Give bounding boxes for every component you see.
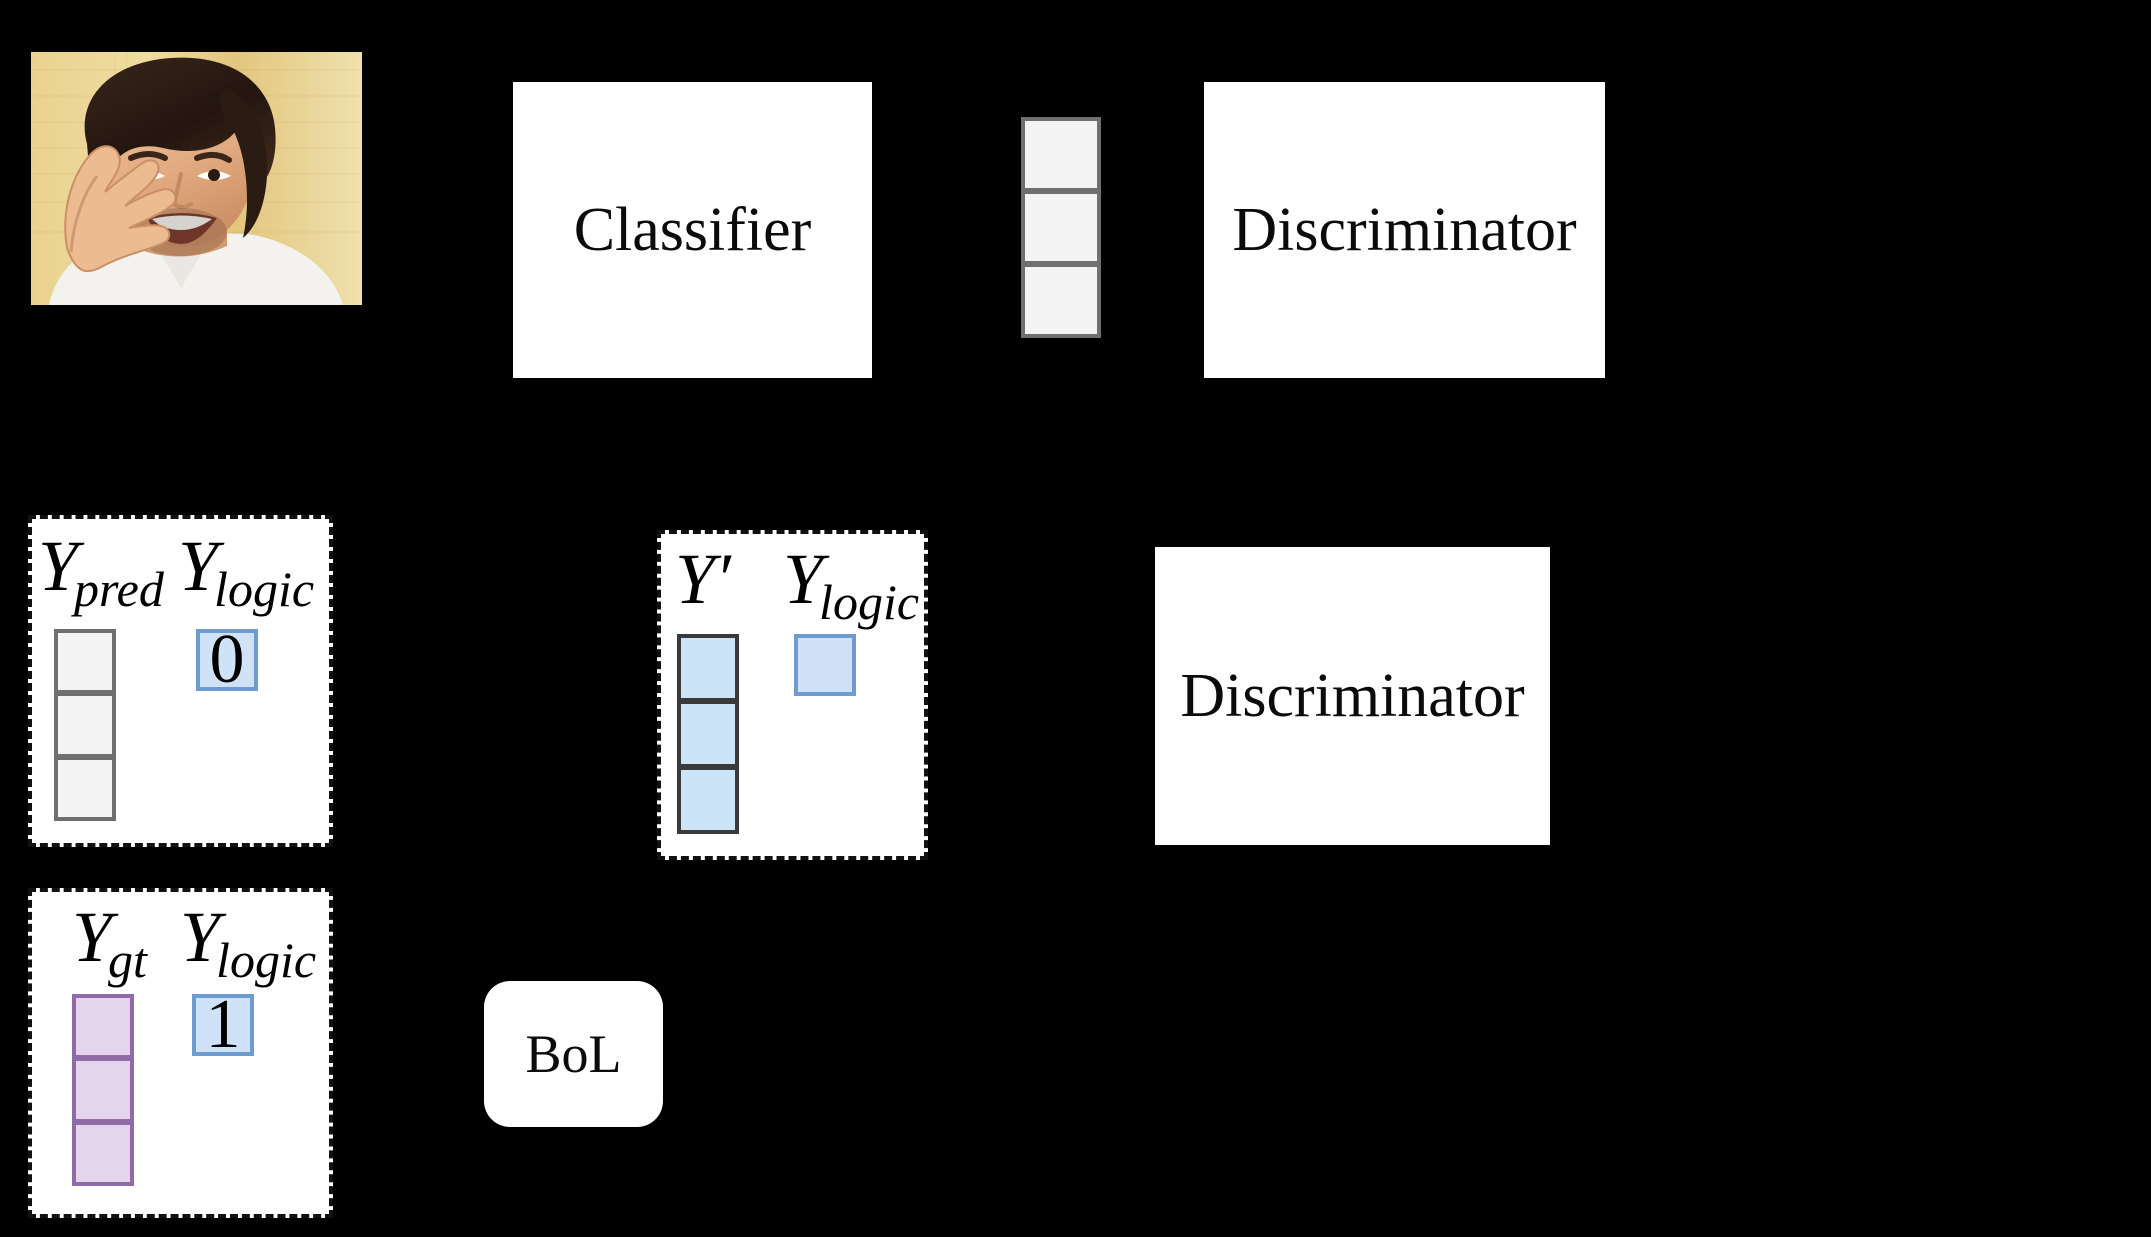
y-logic-label-pred: Ylogic (178, 525, 318, 617)
vector-cell (54, 629, 116, 695)
y-logic-label-prime: Ylogic (783, 538, 923, 630)
y-gt-label: Ygt (72, 896, 151, 988)
vector-cell (72, 994, 134, 1060)
y-logic-sub: logic (819, 574, 920, 630)
logic-value-text: 0 (209, 621, 245, 698)
y-gt-panel: Ygt Ylogic 1 (28, 888, 333, 1218)
logic-value-text: 1 (205, 986, 241, 1063)
y-prime-base: Y (675, 539, 716, 619)
vector-cell (677, 768, 739, 834)
vector-cell (1021, 192, 1101, 265)
vector-cell (54, 757, 116, 821)
y-logic-label-gt: Ylogic (180, 896, 320, 988)
y-logic-value-prime (794, 634, 856, 696)
classifier-output-vector (1021, 117, 1101, 338)
classifier-label: Classifier (573, 196, 812, 264)
y-pred-sub: pred (74, 561, 164, 617)
y-pred-panel: Ypred Ylogic 0 (28, 515, 333, 847)
y-logic-sub: logic (216, 932, 317, 988)
discriminator-box-bottom[interactable]: Discriminator (1155, 547, 1550, 845)
bol-label: BoL (525, 1024, 622, 1084)
y-prime-label: Y′ (675, 538, 731, 621)
discriminator-label: Discriminator (1180, 662, 1525, 730)
vector-cell (1021, 117, 1101, 192)
y-gt-base: Y (72, 897, 113, 977)
vector-cell (1021, 265, 1101, 338)
y-logic-base: Y (178, 526, 219, 606)
y-pred-vector (54, 629, 116, 821)
y-pred-label: Ypred (38, 525, 168, 617)
vector-cell (677, 634, 739, 702)
bol-box[interactable]: BoL (484, 981, 663, 1127)
y-gt-vector (72, 994, 134, 1186)
input-face-photo (31, 52, 362, 305)
y-prime-vector (677, 634, 739, 834)
y-logic-value-pred: 0 (196, 625, 258, 695)
y-pred-base: Y (38, 526, 79, 606)
discriminator-box-top[interactable]: Discriminator (1204, 82, 1605, 378)
vector-cell (677, 702, 739, 768)
y-logic-base: Y (180, 897, 221, 977)
y-logic-value-gt: 1 (192, 990, 254, 1060)
classifier-box[interactable]: Classifier (513, 82, 872, 378)
vector-cell (54, 694, 116, 758)
y-logic-sub: logic (214, 561, 315, 617)
vector-cell (72, 1122, 134, 1186)
y-gt-sub: gt (108, 932, 147, 988)
y-prime-panel: Y′ Ylogic (657, 530, 928, 860)
vector-cell (72, 1059, 134, 1123)
discriminator-label: Discriminator (1232, 196, 1577, 264)
y-logic-base: Y (783, 539, 824, 619)
y-prime-mark: ′ (715, 539, 731, 619)
